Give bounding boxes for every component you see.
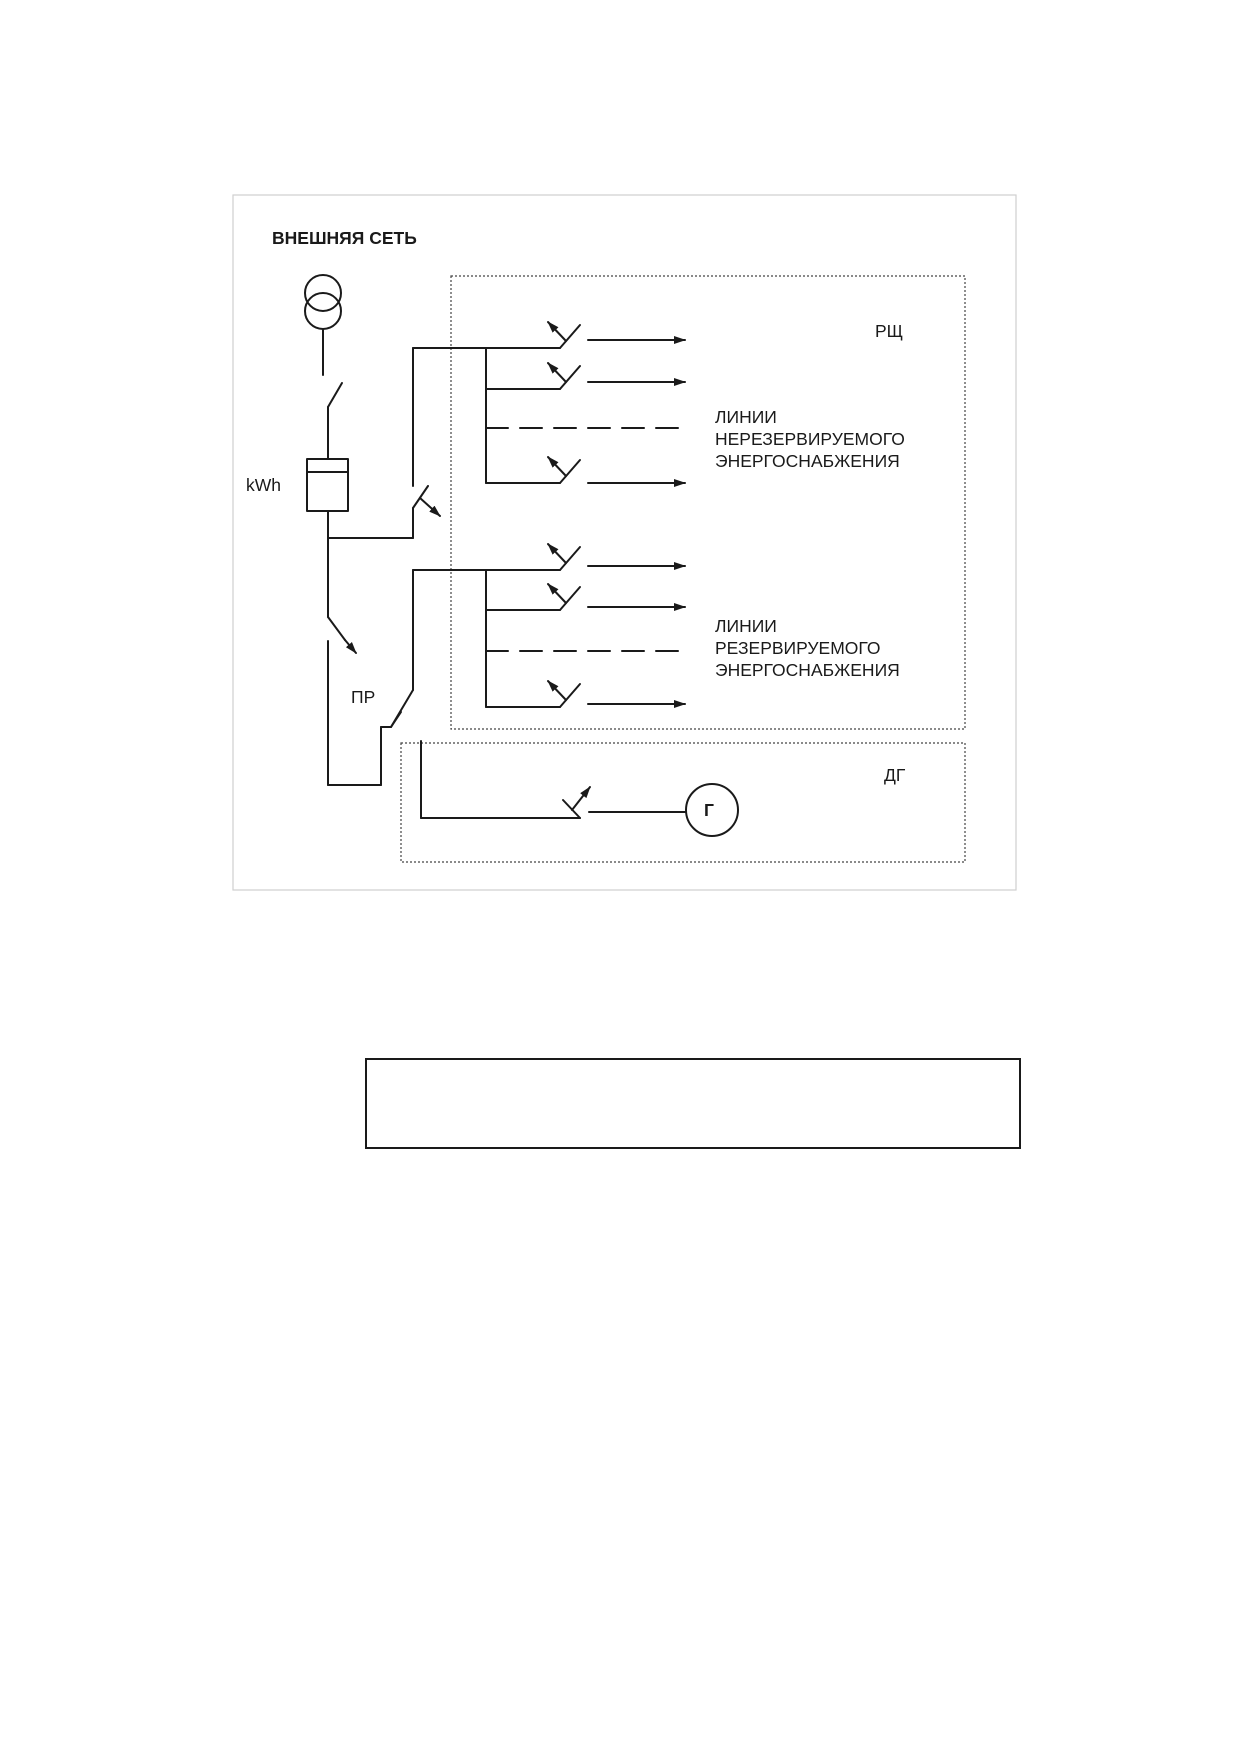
figure-frame xyxy=(232,194,1017,891)
reserved-feeder-2 xyxy=(485,583,686,611)
reserved-label-line-2: РЕЗЕРВИРУЕМОГО xyxy=(715,638,881,658)
nonreserved-feeder-1 xyxy=(485,321,686,349)
nonreserved-feeder-2 xyxy=(485,362,686,390)
main-bus-line xyxy=(327,510,414,618)
generator-block-label: ДГ xyxy=(884,765,906,785)
generator-icon xyxy=(685,783,739,837)
transfer-switch-icon xyxy=(390,689,422,819)
nonreserved-feed-breaker-icon xyxy=(412,347,487,539)
generator-block-outline xyxy=(400,742,966,863)
reserved-feeder-1 xyxy=(485,543,686,571)
nonreserved-lines-label: ЛИНИИ НЕРЕЗЕРВИРУЕМОГО ЭНЕРГОСНАБЖЕНИЯ xyxy=(715,407,905,471)
reserved-feed-line xyxy=(412,569,487,691)
main-disconnector-icon xyxy=(327,382,343,460)
reserved-feeder-3 xyxy=(485,680,686,708)
reserved-label-line-3: ЭНЕРГОСНАБЖЕНИЯ xyxy=(715,660,900,680)
switchboard-block-outline xyxy=(450,275,966,730)
meter-icon xyxy=(306,458,349,512)
caption-box xyxy=(365,1058,1021,1149)
reserved-lines-label: ЛИНИИ РЕЗЕРВИРУЕМОГО ЭНЕРГОСНАБЖЕНИЯ xyxy=(715,616,900,680)
switchboard-label: РЩ xyxy=(875,321,903,341)
nonreserved-label-line-1: ЛИНИИ xyxy=(715,407,777,427)
generator-line xyxy=(420,786,687,819)
generator-symbol-label: Г xyxy=(704,800,714,820)
meter-label: kWh xyxy=(246,475,281,495)
nonreserved-label-line-3: ЭНЕРГОСНАБЖЕНИЯ xyxy=(715,451,900,471)
external-network-label: ВНЕШНЯЯ СЕТЬ xyxy=(272,228,417,248)
transformer-icon xyxy=(304,274,342,330)
reserved-label-line-1: ЛИНИИ xyxy=(715,616,777,636)
transfer-switch-label: ПР xyxy=(351,687,375,707)
nonreserved-feeder-3 xyxy=(485,456,686,487)
bypass-breaker-icon xyxy=(327,616,392,786)
nonreserved-label-line-2: НЕРЕЗЕРВИРУЕМОГО xyxy=(715,429,905,449)
